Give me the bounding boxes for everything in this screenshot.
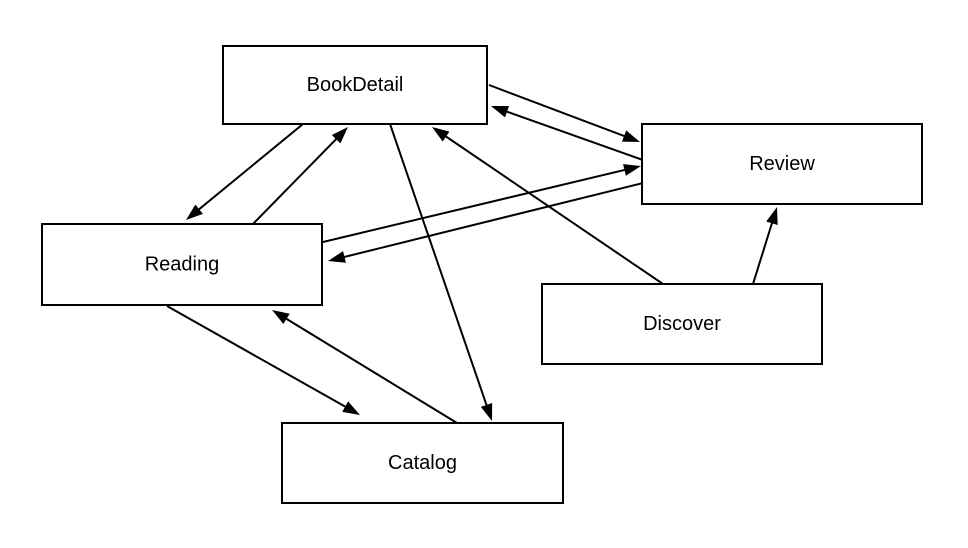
node-label: BookDetail: [307, 74, 404, 96]
edge-reading-to-catalog: [166, 305, 360, 415]
edge-line: [752, 215, 776, 285]
edge-discover-to-bookdetail: [432, 127, 664, 285]
arrowhead-icon: [342, 401, 360, 415]
edge-bookdetail-to-catalog: [389, 123, 493, 421]
arrowhead-icon: [328, 251, 346, 263]
edge-line: [252, 132, 343, 225]
edge-line: [279, 314, 458, 424]
node-box: [222, 45, 488, 125]
edge-catalog-to-reading: [272, 310, 458, 424]
node-label: Catalog: [388, 452, 457, 474]
arrowhead-icon: [621, 130, 640, 142]
edge-line: [488, 84, 632, 140]
edge-line: [166, 305, 353, 412]
arrowhead-icon: [331, 127, 348, 144]
node-box: [281, 422, 564, 504]
node-bookdetail: BookDetail: [222, 45, 488, 125]
node-box: [41, 223, 323, 306]
edge-line: [499, 108, 644, 161]
arrowhead-icon: [272, 310, 290, 324]
edge-bookdetail-to-reading: [186, 123, 304, 220]
edge-discover-to-review: [752, 207, 778, 285]
node-catalog: Catalog: [281, 422, 564, 504]
node-box: [541, 283, 823, 365]
edge-review-to-bookdetail: [491, 106, 644, 161]
edge-bookdetail-to-review: [488, 84, 640, 142]
node-reading: Reading: [41, 223, 323, 306]
node-label: Discover: [643, 313, 721, 335]
arrowhead-icon: [480, 402, 493, 421]
arrowhead-icon: [766, 207, 778, 226]
node-label: Review: [749, 153, 815, 175]
edge-line: [389, 123, 490, 413]
arrowhead-icon: [432, 127, 450, 142]
node-box: [641, 123, 923, 205]
edge-line: [439, 131, 664, 285]
edge-line: [336, 182, 644, 260]
node-review: Review: [641, 123, 923, 205]
edge-reading-to-bookdetail: [252, 127, 348, 225]
edge-reading-to-review: [322, 164, 641, 243]
arrowhead-icon: [186, 204, 203, 220]
edge-line: [322, 167, 633, 243]
edge-review-to-reading: [328, 182, 644, 263]
node-label: Reading: [145, 254, 220, 276]
node-discover: Discover: [541, 283, 823, 365]
arrowhead-icon: [623, 164, 641, 176]
edge-line: [192, 123, 304, 215]
arrowhead-icon: [491, 106, 510, 118]
